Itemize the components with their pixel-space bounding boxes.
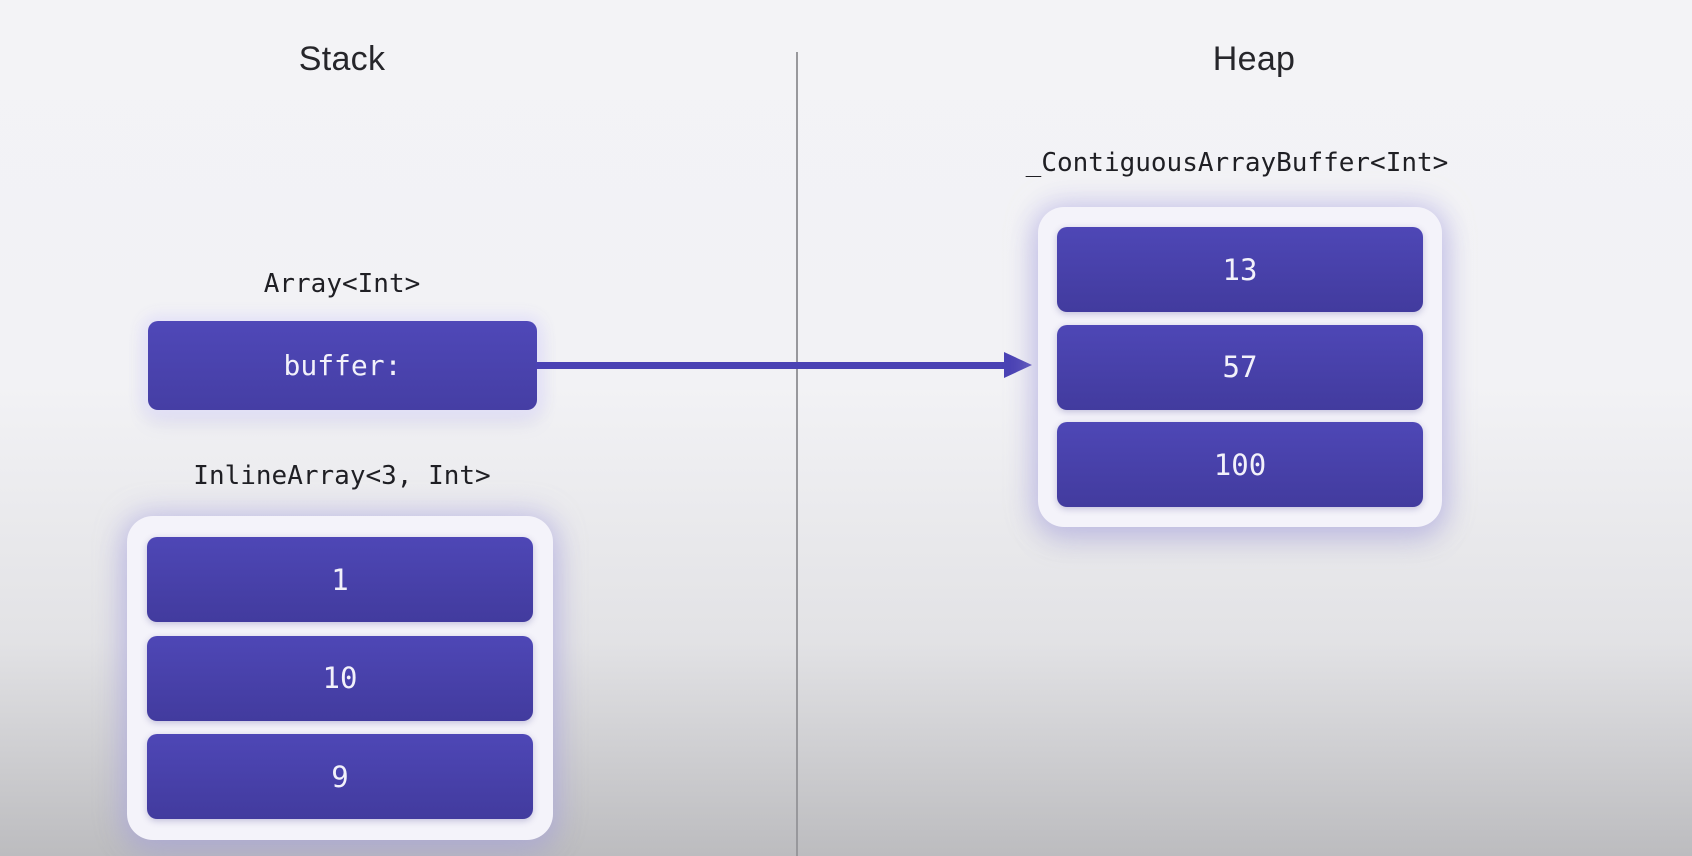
heap-title: Heap (1212, 40, 1296, 78)
pointer-arrowhead-icon (1004, 352, 1032, 378)
pointer-arrow-shaft (536, 362, 1006, 369)
inline-array-container: 1 10 9 (127, 516, 553, 840)
heap-buffer-container: 13 57 100 (1038, 207, 1442, 527)
stack-heap-divider (796, 52, 798, 856)
inline-array-cell: 10 (147, 635, 533, 721)
heap-buffer-cell: 57 (1057, 324, 1423, 410)
buffer-field-label: buffer: (283, 349, 402, 382)
heap-buffer-cell: 13 (1057, 227, 1423, 312)
inline-array-cell: 1 (147, 537, 533, 622)
array-type-label: Array<Int> (263, 269, 421, 299)
inline-array-cell: 9 (147, 734, 533, 819)
buffer-pointer-box: buffer: (148, 321, 537, 410)
heap-buffer-type-label: _ContiguousArrayBuffer<Int> (1025, 148, 1449, 178)
inline-array-type-label: InlineArray<3, Int> (193, 461, 491, 491)
stack-title: Stack (298, 40, 386, 78)
heap-buffer-cell: 100 (1057, 422, 1423, 507)
